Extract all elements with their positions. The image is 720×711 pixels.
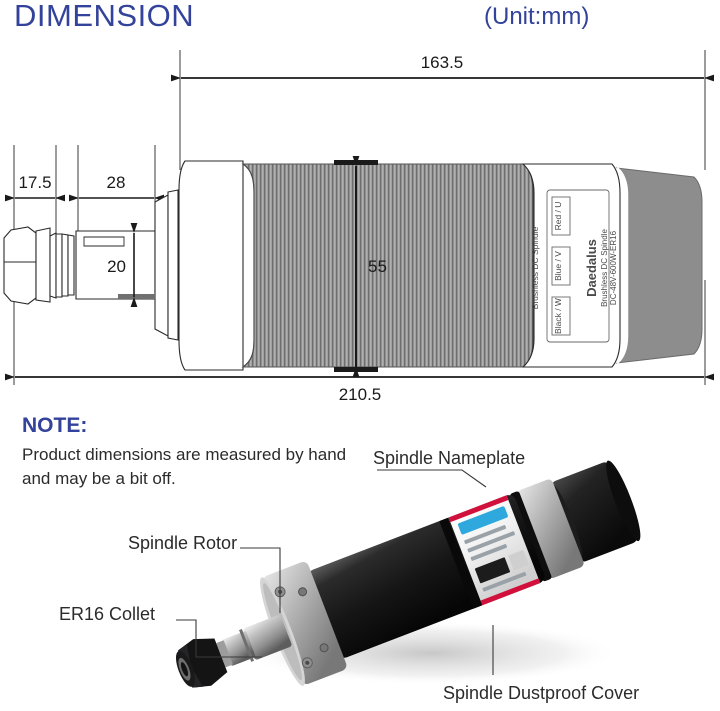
dim-55-text: 55 <box>368 257 387 276</box>
unit-label: (Unit:mm) <box>484 3 590 30</box>
callout-leaders <box>176 469 494 675</box>
dim-28-text: 28 <box>107 173 126 192</box>
dim-17-5: 17.5 <box>5 173 65 202</box>
technical-drawing: 163.5 210.5 17.5 28 <box>0 40 720 405</box>
spindle-nameplate-sticker <box>448 495 541 606</box>
callout-spindle-dustproof-cover: Spindle Dustproof Cover <box>443 683 640 703</box>
dim-17-5-text: 17.5 <box>18 173 51 192</box>
nameplate-line2: DC-48V-600W-ER16 <box>609 230 618 305</box>
nameplate-side-text: Brushless DC Spindle <box>530 226 540 309</box>
nameplate-brand: Daedalus <box>584 239 599 297</box>
product-photo <box>0 425 720 711</box>
dim-28: 28 <box>69 173 164 202</box>
spindle-photo-body <box>175 460 641 688</box>
dim-210-5: 210.5 <box>5 373 714 404</box>
note-body: Product dimensions are measured by hand … <box>22 445 347 488</box>
er16-collet <box>175 638 228 688</box>
dim-20-text: 20 <box>107 257 126 276</box>
spindle-nameplate-drawing: Daedalus Brushless DC Spindle DC-48V-600… <box>530 189 618 343</box>
dim-20: 20 <box>107 223 138 307</box>
wire-label-blue: Blue / V <box>553 251 563 281</box>
callout-er16-collet: ER16 Collet <box>59 604 156 624</box>
callout-spindle-nameplate: Spindle Nameplate <box>373 448 526 468</box>
wire-label-red: Red / U <box>553 202 563 231</box>
page-title: DIMENSION <box>14 0 195 33</box>
motor-fins <box>241 163 534 368</box>
dim-210-5-text: 210.5 <box>339 385 382 404</box>
nameplate-line1: Brushless DC Spindle <box>600 229 609 307</box>
rear-dust-cap <box>615 167 703 364</box>
dim-163-5: 163.5 <box>171 53 714 82</box>
dim-55: 55 <box>352 156 387 377</box>
dim-163-5-text: 163.5 <box>421 53 464 72</box>
wire-label-black: Black / W <box>553 298 563 334</box>
note-heading: NOTE: <box>22 414 88 437</box>
callout-spindle-rotor: Spindle Rotor <box>128 533 238 553</box>
